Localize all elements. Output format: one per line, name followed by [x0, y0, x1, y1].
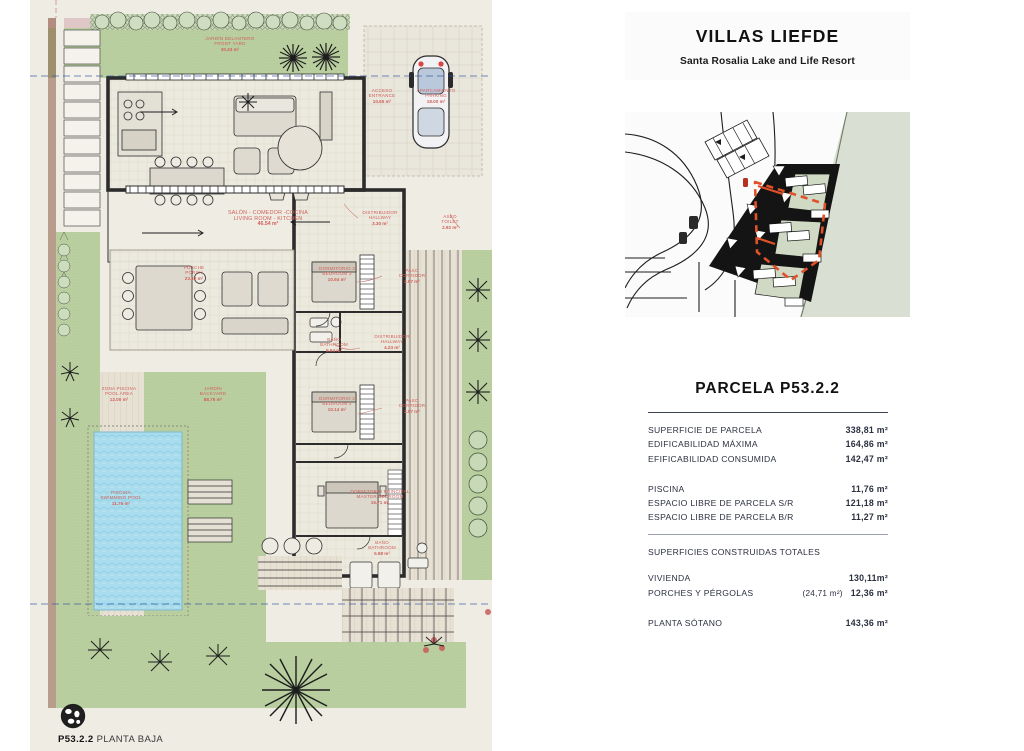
floor-plan-drawing [30, 0, 492, 751]
info-column: VILLAS LIEFDE Santa Rosalia Lake and Lif… [620, 0, 1000, 751]
spec-label: VIVIENDA [648, 573, 691, 584]
spec-value: 11,27 m² [851, 512, 888, 523]
site-map-drawing [625, 112, 910, 317]
parcel-title: PARCELA P53.2.2 [695, 380, 840, 397]
spec-value: 11,76 m² [851, 483, 888, 494]
spec-row: EDIFICABILIDAD MÁXIMA 164,86 m² [648, 435, 888, 449]
spec-label: PORCHES Y PÉRGOLAS [648, 587, 754, 598]
plan-sheet-title: P53.2.2 PLANTA BAJA [58, 734, 163, 745]
divider-top [648, 412, 888, 413]
project-title: VILLAS LIEFDE [695, 25, 840, 46]
spec-row: VIVIENDA 130,11m² [648, 569, 888, 583]
site-location-map [625, 112, 910, 317]
spec-value: 338,81 m² [845, 425, 888, 436]
spec-label: SUPERFICIE DE PARCELA [648, 425, 763, 436]
spec-row: EFIFICABILIDAD CONSUMIDA 142,47 m² [648, 449, 888, 464]
totals-heading: SUPERFICIES CONSTRUIDAS TOTALES [648, 547, 821, 558]
spec-label: PLANTA SÓTANO [648, 617, 723, 628]
spec-label: EDIFICABILIDAD MÁXIMA [648, 439, 758, 450]
spec-value: 12,36 m² [850, 587, 888, 598]
spec-paren: (24,71 m²) [802, 588, 843, 598]
divider-middle [648, 534, 888, 536]
spec-row: SUPERFICIE DE PARCELA 338,81 m² [648, 421, 888, 435]
spec-row: PORCHES Y PÉRGOLAS (24,71 m²) 12,36 m² [648, 583, 888, 598]
compass-icon [60, 703, 86, 729]
spec-value: 121,18 m² [845, 497, 888, 508]
plan-sheet-name: PLANTA BAJA [96, 734, 164, 745]
spec-value: 130,11m² [848, 573, 888, 584]
plan-sheet-code: P53.2.2 [58, 734, 94, 745]
project-subtitle: Santa Rosalia Lake and Life Resort [680, 55, 855, 67]
parcel-spec-table: SUPERFICIE DE PARCELA 338,81 m² EDIFICAB… [648, 412, 888, 628]
spec-row: PISCINA 11,76 m² [648, 480, 888, 494]
spec-label: ESPACIO LIBRE DE PARCELA B/R [648, 512, 794, 523]
spec-label: PISCINA [648, 483, 685, 494]
project-title-card: VILLAS LIEFDE Santa Rosalia Lake and Lif… [625, 12, 910, 80]
spec-value: 142,47 m² [845, 453, 888, 464]
spec-value: 164,86 m² [845, 439, 888, 450]
spec-label: ESPACIO LIBRE DE PARCELA S/R [648, 497, 794, 508]
spec-row-basement: PLANTA SÓTANO 143,36 m² [648, 614, 888, 628]
spec-row: ESPACIO LIBRE DE PARCELA S/R 121,18 m² [648, 494, 888, 508]
spec-label: EFIFICABILIDAD CONSUMIDA [648, 453, 777, 464]
spec-row: ESPACIO LIBRE DE PARCELA B/R 11,27 m² [648, 508, 888, 522]
floor-plan-panel: JARDÍN DELANTERO FRONT YARD 30.43 m² ACC… [30, 0, 492, 751]
spec-value: 143,36 m² [845, 617, 888, 628]
